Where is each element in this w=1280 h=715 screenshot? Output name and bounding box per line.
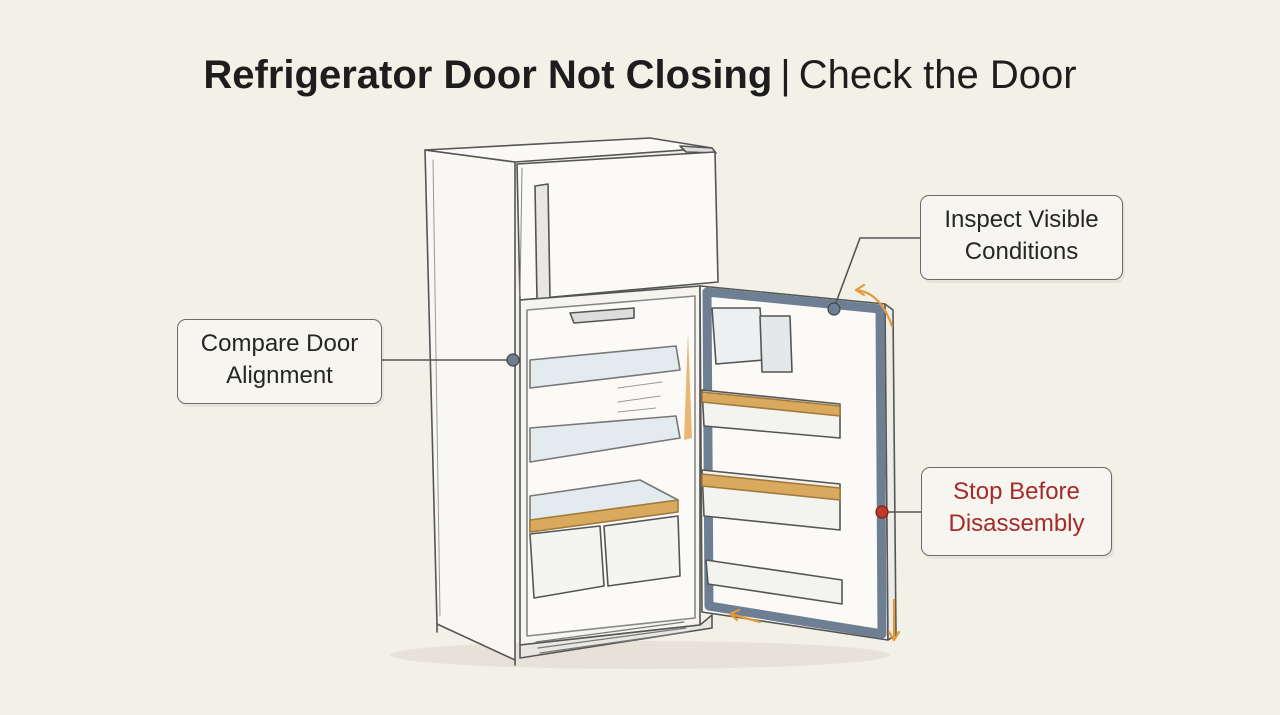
crisper-drawer-left: [529, 525, 605, 599]
title-main: Refrigerator Door Not Closing: [203, 53, 773, 97]
callout-line: Compare Door: [200, 330, 359, 357]
crisper-drawer-right: [603, 515, 681, 587]
crisper-lid-accent: [529, 499, 679, 533]
leader-inspect: [833, 237, 920, 309]
title-subtitle: Check the Door: [798, 53, 1077, 97]
callout-inspect-conditions: Inspect Visible Conditions: [920, 195, 1123, 280]
light-housing: [569, 307, 635, 324]
door-motion-arrows: [728, 283, 901, 642]
callout-line: Alignment: [226, 362, 333, 389]
callout-stop-disassembly: Stop Before Disassembly: [921, 467, 1112, 556]
freezer-handle: [534, 183, 551, 301]
glass-shelf-middle: [529, 415, 681, 463]
cabinet-side: [424, 149, 516, 666]
glass-shelf-top: [529, 345, 681, 389]
callout-compare-alignment: Compare Door Alignment: [177, 319, 382, 404]
callout-line: Stop Before: [953, 478, 1080, 505]
callout-line: Conditions: [964, 238, 1079, 265]
callout-line: Disassembly: [948, 510, 1085, 537]
page-title: Refrigerator Door Not Closing|Check the …: [0, 50, 1280, 100]
marker-align: [506, 353, 520, 367]
floor-shadow: [390, 641, 890, 669]
fridge-interior: [519, 285, 713, 659]
open-door: [699, 285, 897, 641]
marker-stop: [875, 505, 889, 519]
title-separator: |: [780, 53, 791, 97]
door-bin-bottom: [705, 559, 843, 605]
kick-plate-grille: [535, 621, 689, 654]
callout-line: Inspect Visible: [944, 206, 1099, 233]
freezer-door: [516, 151, 719, 301]
marker-inspect: [827, 302, 841, 316]
egg-tray: [711, 307, 765, 365]
